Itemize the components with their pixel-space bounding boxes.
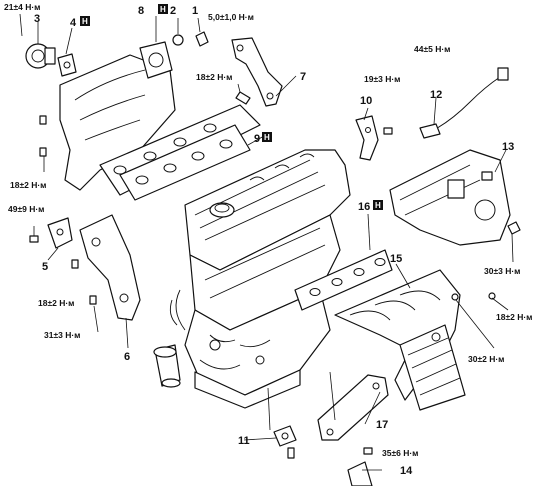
heat-shield-13 bbox=[389, 149, 511, 246]
bracket-6 bbox=[79, 214, 141, 321]
bracket-10 bbox=[355, 115, 393, 161]
torque-35-6: 35±6 Н·м bbox=[382, 448, 418, 458]
callout-8: 8 bbox=[138, 5, 144, 17]
exhaust-gasket-16 bbox=[294, 249, 393, 311]
callout-14: 14 bbox=[400, 465, 413, 477]
gasket-4 bbox=[57, 53, 77, 77]
torque-21-4: 21±4 Н·м bbox=[4, 2, 40, 12]
bracket-17 bbox=[317, 374, 389, 441]
bracket-5 bbox=[47, 217, 73, 249]
callout-labels: 1 2 H 3 4 H 8 7 9 H 10 12 13 16 H 15 5 6… bbox=[34, 4, 514, 477]
callout-7: 7 bbox=[300, 71, 306, 83]
badge-h-9: H bbox=[264, 133, 270, 142]
gasket-2 bbox=[172, 34, 184, 46]
idle-air-control-valve bbox=[25, 43, 56, 69]
callout-16: 16 bbox=[358, 201, 370, 213]
torque-5-1: 5,0±1,0 Н·м bbox=[208, 12, 254, 22]
oxygen-sensor-12 bbox=[419, 67, 509, 139]
badge-h-16: H bbox=[375, 201, 381, 210]
callout-11: 11 bbox=[238, 435, 250, 447]
callout-4: 4 bbox=[70, 17, 77, 29]
torque-specs: 21±4 Н·м 5,0±1,0 Н·м 18±2 Н·м 44±5 Н·м 1… bbox=[4, 2, 532, 458]
callout-2: 2 bbox=[170, 5, 176, 17]
torque-18-2-c: 18±2 Н·м bbox=[38, 298, 74, 308]
bolt-intake bbox=[235, 91, 251, 105]
badge-h-4: H bbox=[82, 17, 88, 26]
callout-5: 5 bbox=[42, 261, 48, 273]
callout-17: 17 bbox=[376, 419, 388, 431]
callout-3: 3 bbox=[34, 13, 40, 25]
torque-44-5: 44±5 Н·м bbox=[414, 44, 450, 54]
intake-gasket-9 bbox=[119, 124, 251, 201]
torque-18-2-a: 18±2 Н·м bbox=[196, 72, 232, 82]
callout-13: 13 bbox=[502, 141, 514, 153]
torque-49-9: 49±9 Н·м bbox=[8, 204, 44, 214]
callout-9: 9 bbox=[254, 133, 260, 145]
torque-31-3: 31±3 Н·м bbox=[44, 330, 80, 340]
callout-1: 1 bbox=[192, 5, 198, 17]
throttle-body bbox=[139, 41, 173, 79]
leader-lines bbox=[19, 13, 514, 471]
torque-30-3: 30±3 Н·м bbox=[484, 266, 520, 276]
sensor-1 bbox=[195, 31, 209, 47]
callout-6: 6 bbox=[124, 351, 130, 363]
bracket-7 bbox=[231, 37, 283, 107]
callout-10: 10 bbox=[360, 95, 372, 107]
torque-19-3: 19±3 Н·м bbox=[364, 74, 400, 84]
torque-18-2-b: 18±2 Н·м bbox=[10, 180, 46, 190]
part-14 bbox=[347, 447, 373, 486]
engine-block bbox=[153, 149, 351, 409]
callout-15: 15 bbox=[390, 253, 402, 265]
bolt-left bbox=[29, 115, 97, 305]
torque-30-2: 30±2 Н·м bbox=[468, 354, 504, 364]
exhaust-manifold-15 bbox=[334, 269, 496, 411]
callout-12: 12 bbox=[430, 89, 442, 101]
part-11 bbox=[273, 425, 297, 459]
torque-18-2-d: 18±2 Н·м bbox=[496, 312, 532, 322]
bolt-right bbox=[507, 221, 521, 235]
badge-h-2: H bbox=[160, 5, 166, 14]
